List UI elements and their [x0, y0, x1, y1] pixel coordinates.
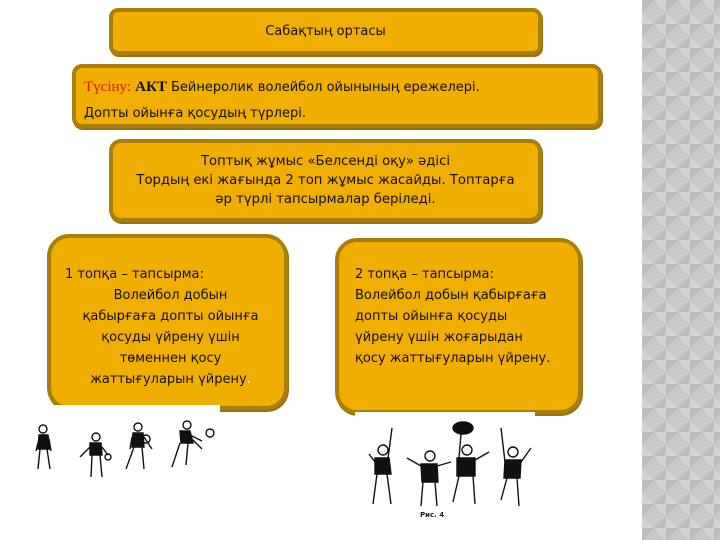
task-1-line-last: жаттығуларын үйрену.: [65, 369, 276, 390]
understanding-box: Түсіну: АКТ Бейнеролик волейбол ойынының…: [72, 64, 602, 128]
underhand-serve-illustration: [20, 405, 220, 500]
decorative-side-pattern: [642, 0, 720, 540]
group-work-box: Топтық жұмыс «Белсенді оқу» әдісі Тордың…: [109, 139, 542, 222]
lesson-middle-title: Сабақтың ортасы: [265, 24, 386, 39]
task-1-line: қабырғаға допты ойынға: [82, 309, 259, 324]
task-group-1-box: 1 топқа – тапсырма: Волейбол добын қабыр…: [47, 234, 288, 410]
overhand-serve-illustration: [355, 412, 535, 527]
task-1-line: төменнен қосу: [119, 351, 222, 366]
understanding-label: Түсіну:: [84, 79, 131, 95]
task-2-line: үйрену үшін жоғарыдан: [355, 330, 523, 345]
volleyball-overhand-players-icon: [368, 421, 532, 507]
understanding-line-2: Допты ойынға қосудың түрлері.: [84, 106, 306, 121]
lesson-middle-title-box: Сабақтың ортасы: [109, 8, 542, 55]
task-2-line: қосу жаттығуларын үйрену.: [355, 351, 551, 366]
task-2-heading: 2 топқа – тапсырма:: [355, 267, 494, 282]
task-1-line: Волейбол добын: [113, 288, 228, 303]
video-rules-text: Бейнеролик волейбол ойынының ережелері.: [166, 80, 480, 95]
understanding-line-1: Түсіну: АКТ Бейнеролик волейбол ойынының…: [84, 74, 598, 101]
group-work-line-1: Топтық жұмыс «Белсенді оқу» әдісі: [200, 154, 450, 169]
group-work-line-3: әр түрлі тапсырмалар беріледі.: [215, 192, 436, 207]
group-work-line-2: Тордың екі жағында 2 топ жұмыс жасайды. …: [136, 173, 515, 188]
task-2-line: допты ойынға қосуды: [355, 309, 508, 324]
task-2-line: Волейбол добын қабырғаға: [355, 288, 547, 303]
volleyball-players-icon: [35, 420, 215, 478]
task-1-trailing-dot: .: [246, 372, 251, 387]
ict-label: АКТ: [135, 79, 167, 95]
task-group-2-box: 2 топқа – тапсырма: Волейбол добын қабыр…: [335, 238, 582, 414]
task-1-line: жаттығуларын үйрену: [90, 372, 247, 387]
task-1-heading: 1 топқа – тапсырма:: [65, 267, 204, 282]
task-1-line: қосуды үйрену үшін: [101, 330, 240, 345]
illustration-caption: Рис. 4: [420, 511, 445, 519]
